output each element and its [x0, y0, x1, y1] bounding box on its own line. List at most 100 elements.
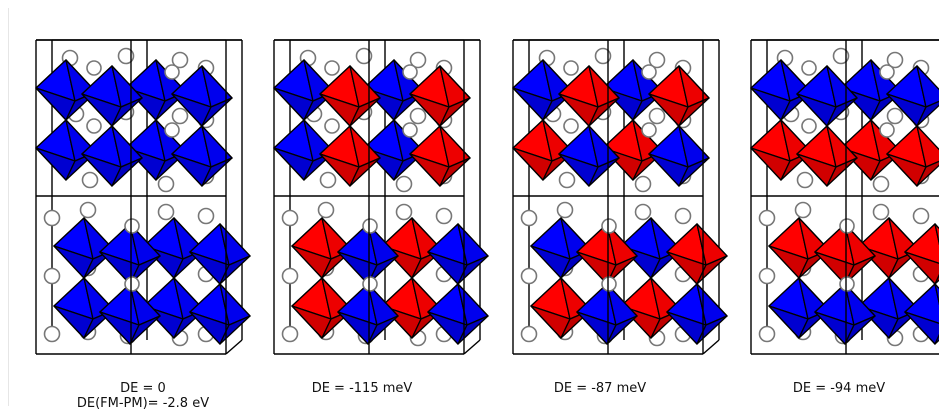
octahedron-face — [844, 255, 876, 285]
octahedron-face — [696, 315, 728, 345]
octahedron — [576, 223, 638, 285]
atom-sphere — [520, 267, 538, 285]
octahedron — [189, 283, 251, 345]
octahedron — [530, 217, 592, 279]
atom-sphere — [634, 203, 652, 221]
caption-line: DE = 0 — [120, 381, 166, 396]
octahedron — [648, 65, 710, 127]
octahedron — [337, 283, 399, 345]
atom-sphere — [832, 47, 850, 65]
octahedron — [427, 283, 489, 345]
octahedron — [291, 217, 353, 279]
atom-sphere — [758, 209, 776, 227]
octahedron-face — [904, 311, 939, 345]
octahedron — [648, 125, 710, 187]
octahedron-face — [439, 97, 471, 127]
atom-sphere — [634, 175, 652, 193]
atom-sphere — [281, 325, 299, 343]
octahedron-face — [219, 315, 251, 345]
octahedron-face — [367, 255, 399, 285]
atom-sphere — [758, 325, 776, 343]
atom-sphere — [43, 325, 61, 343]
octahedron — [409, 65, 471, 127]
atom-sphere — [124, 276, 140, 292]
atom-sphere — [157, 175, 175, 193]
octahedron — [886, 125, 939, 187]
octahedron — [666, 283, 728, 345]
atom-sphere — [674, 207, 692, 225]
unit-cell-front — [750, 39, 939, 355]
atom-sphere — [641, 122, 657, 138]
atom-sphere — [435, 207, 453, 225]
atom-sphere — [197, 207, 215, 225]
atom-sphere — [355, 47, 373, 65]
atom-sphere — [409, 51, 427, 69]
atom-sphere — [362, 218, 378, 234]
atom-sphere — [81, 171, 99, 189]
octahedron-face — [678, 97, 710, 127]
atom-sphere — [648, 107, 666, 125]
atom-sphere — [886, 107, 904, 125]
atom-sphere — [164, 122, 180, 138]
atom-sphere — [556, 201, 574, 219]
unit-cell-edge — [225, 339, 243, 355]
atoms-back — [43, 47, 215, 347]
octahedron — [81, 65, 143, 127]
caption-line: DE(FM-PM)= -2.8 eV — [76, 396, 210, 411]
octahedron-face — [129, 255, 161, 285]
octahedron — [814, 283, 876, 345]
octahedron — [99, 283, 161, 345]
atom-sphere — [879, 122, 895, 138]
unit-cell-front — [35, 39, 243, 355]
caption-line: DE = -94 meV — [792, 381, 886, 396]
atoms-front — [86, 60, 180, 292]
atom-sphere — [601, 218, 617, 234]
octahedron — [35, 119, 97, 181]
octahedron — [291, 277, 353, 339]
atom-sphere — [801, 60, 817, 76]
caption-line: DE = -115 meV — [311, 381, 413, 396]
octahedra — [512, 59, 728, 345]
atom-sphere — [601, 276, 617, 292]
atom-sphere — [912, 207, 930, 225]
atom-sphere — [171, 107, 189, 125]
structure-panel-p2 — [273, 39, 489, 355]
energy-caption-p4: DE = -94 meV — [749, 381, 929, 396]
atom-sphere — [641, 64, 657, 80]
structure-panel-p3 — [512, 39, 728, 355]
atom-sphere — [171, 51, 189, 69]
atom-sphere — [319, 171, 337, 189]
octahedron — [319, 65, 381, 127]
left-edge-divider — [8, 8, 9, 406]
unit-cell-edge — [463, 339, 481, 355]
octahedron — [768, 217, 830, 279]
octahedra — [750, 59, 939, 345]
octahedron — [427, 223, 489, 285]
octahedron — [750, 59, 812, 121]
structure-panel-p1 — [35, 39, 251, 355]
octahedron-face — [219, 255, 251, 285]
octahedron-face — [606, 315, 638, 345]
caption-line: DE = -87 meV — [553, 381, 647, 396]
atom-sphere — [839, 218, 855, 234]
octahedron-face — [201, 97, 233, 127]
atom-sphere — [594, 47, 612, 65]
octahedron — [666, 223, 728, 285]
octahedron — [558, 125, 620, 187]
octahedron — [886, 65, 939, 127]
atom-sphere — [324, 60, 340, 76]
octahedron — [750, 119, 812, 181]
octahedron — [814, 223, 876, 285]
octahedron-face — [696, 255, 728, 285]
atom-sphere — [164, 64, 180, 80]
atom-sphere — [839, 276, 855, 292]
octahedron — [53, 217, 115, 279]
octahedron-face — [934, 274, 939, 285]
atom-sphere — [117, 47, 135, 65]
atom-sphere — [872, 203, 890, 221]
atoms-front — [324, 60, 418, 292]
octahedron — [409, 125, 471, 187]
octahedron-face — [934, 334, 939, 345]
